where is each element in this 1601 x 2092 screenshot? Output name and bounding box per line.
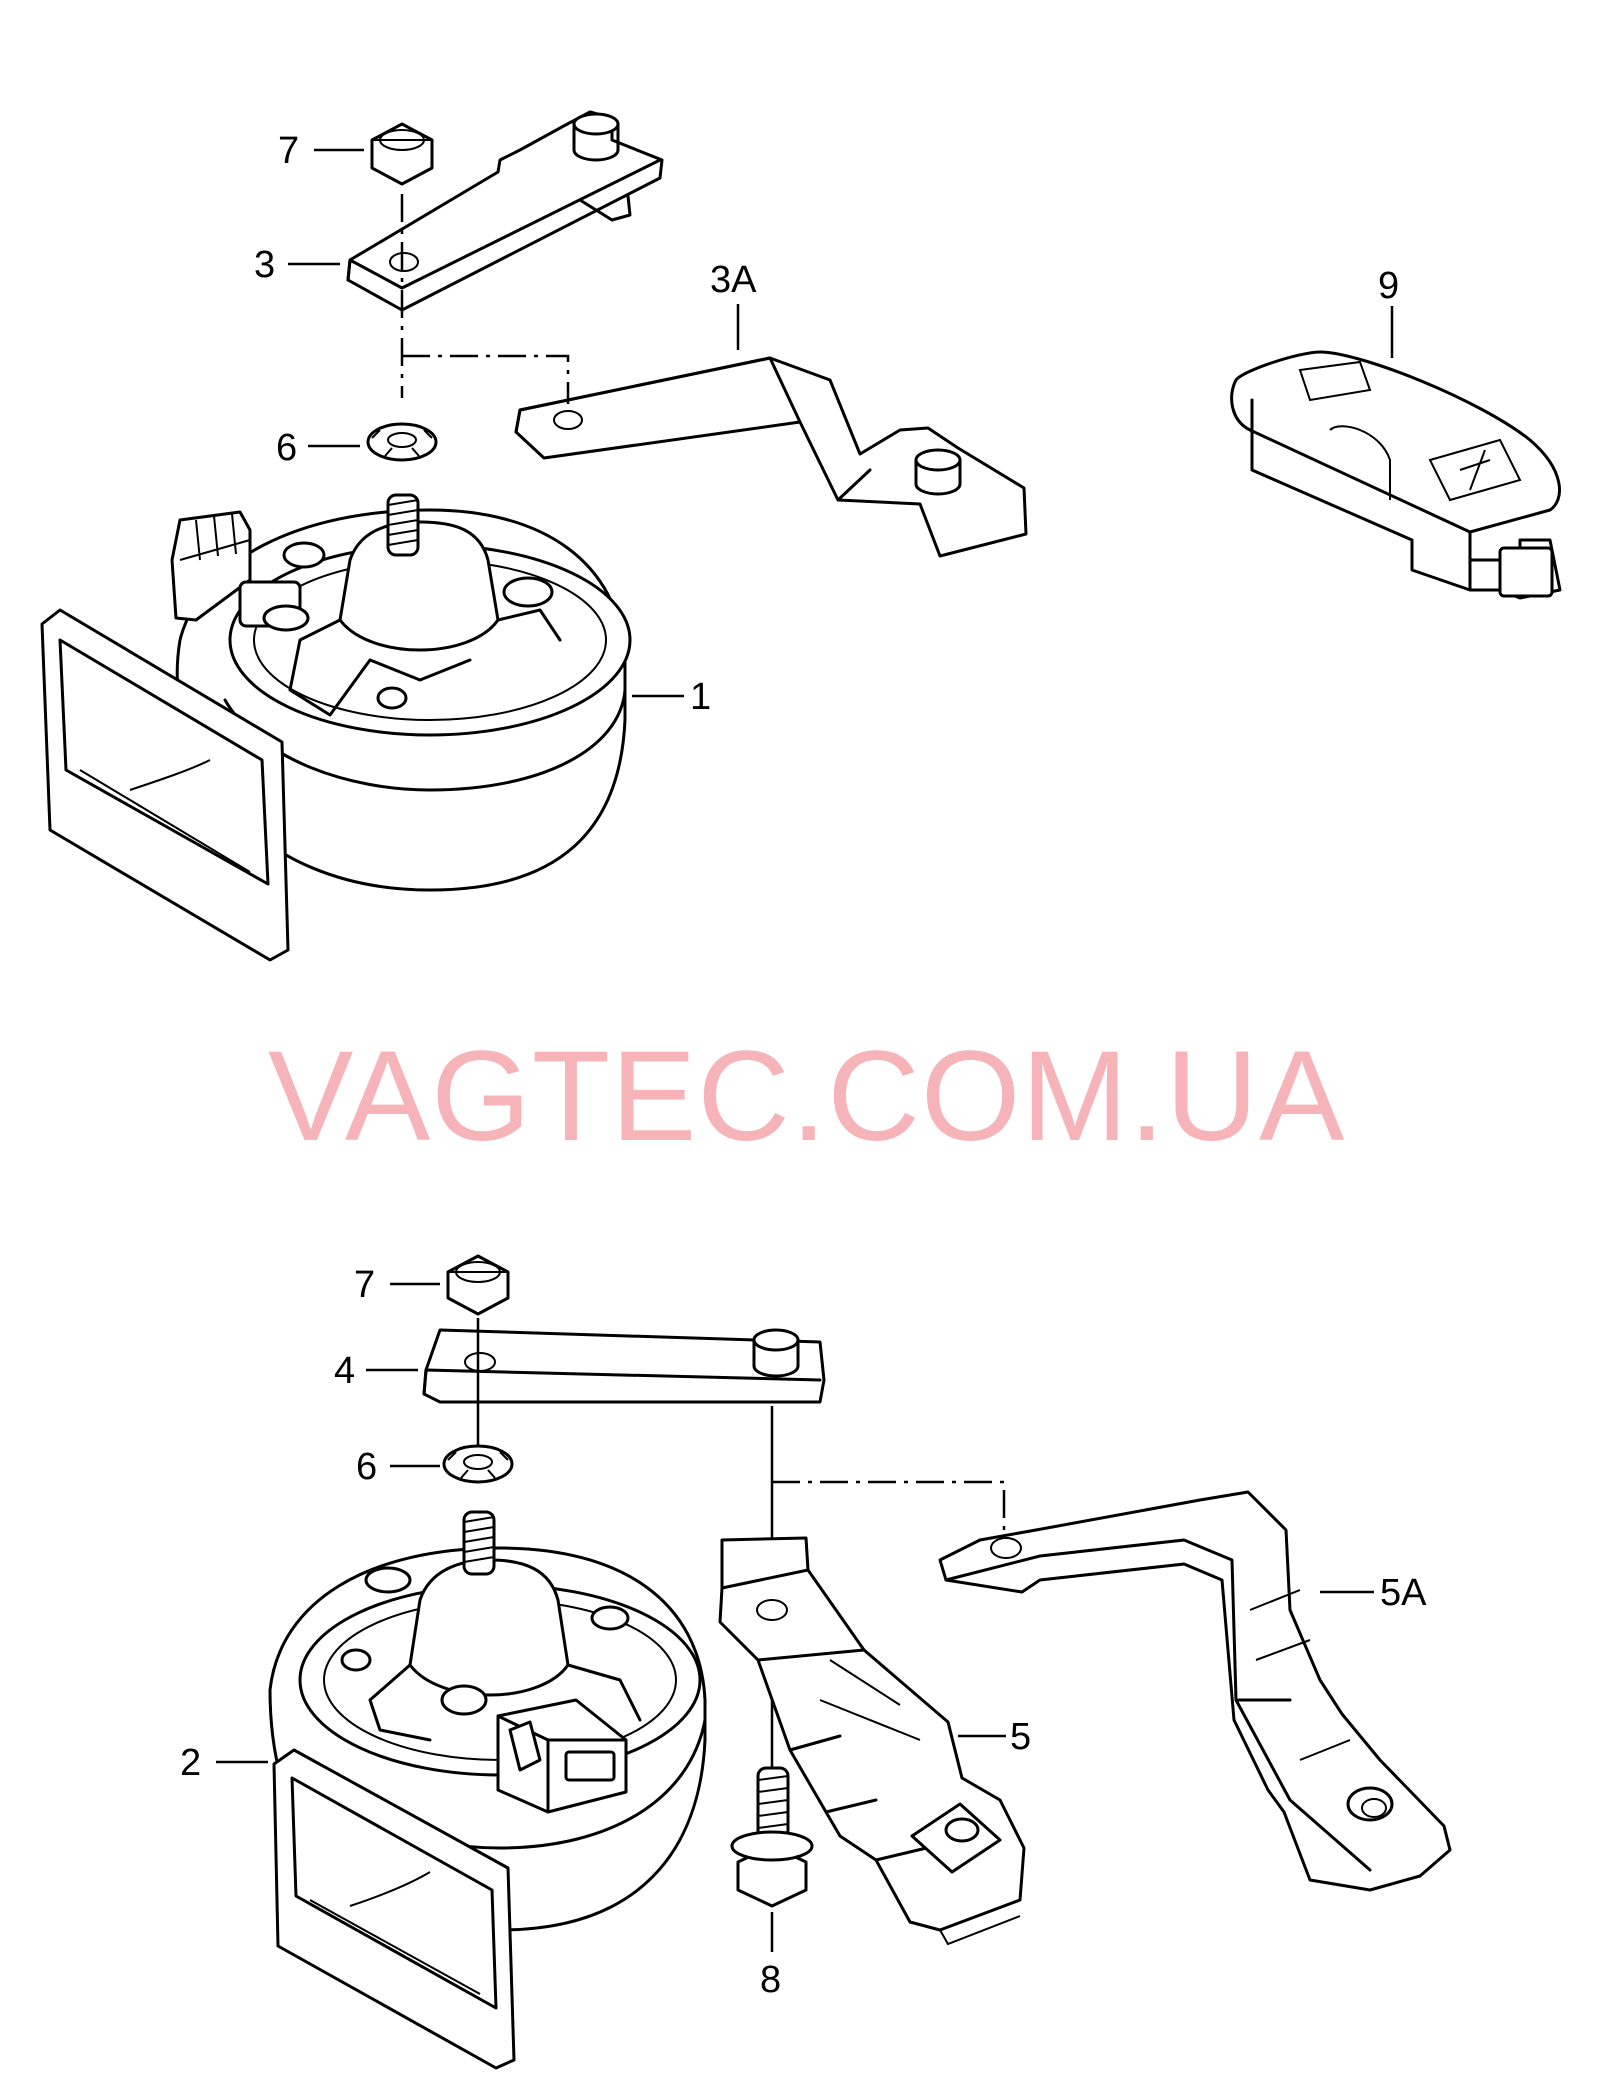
- bracket-part-5a: [938, 1490, 1452, 1892]
- callout-7-bottom: 7: [354, 1264, 375, 1306]
- bracket-part-3: [346, 110, 664, 312]
- center-line-bottom-branch: [772, 1480, 1006, 1534]
- watermark: VAGTEC.COM.UA: [268, 1025, 1345, 1168]
- callout-8: 8: [760, 1959, 781, 2001]
- callout-7-top: 7: [278, 130, 299, 172]
- horn-part-1: [40, 493, 632, 962]
- bracket-part-5: [718, 1536, 1026, 1946]
- horn-part-2: [268, 1510, 707, 2070]
- nut-part-7-bottom: [446, 1254, 510, 1316]
- center-line-top-branch: [402, 354, 570, 404]
- callout-3: 3: [254, 244, 275, 286]
- bolt-part-8: [730, 1766, 814, 1908]
- callout-5: 5: [1010, 1716, 1031, 1758]
- callout-6-bottom: 6: [356, 1446, 377, 1488]
- callout-5a: 5A: [1380, 1572, 1427, 1614]
- bracket-part-4: [422, 1328, 826, 1404]
- callout-2: 2: [180, 1742, 201, 1784]
- callout-3a: 3A: [710, 259, 757, 301]
- washer-part-6-top: [366, 422, 438, 462]
- nut-part-7-top: [370, 122, 434, 186]
- bracket-part-3a: [514, 356, 1028, 558]
- washer-part-6-bottom: [442, 1444, 514, 1484]
- callout-1: 1: [690, 676, 711, 718]
- switch-part-9: [1230, 350, 1562, 600]
- callout-9: 9: [1378, 265, 1399, 307]
- callout-4: 4: [334, 1350, 355, 1392]
- callout-6-top: 6: [276, 427, 297, 469]
